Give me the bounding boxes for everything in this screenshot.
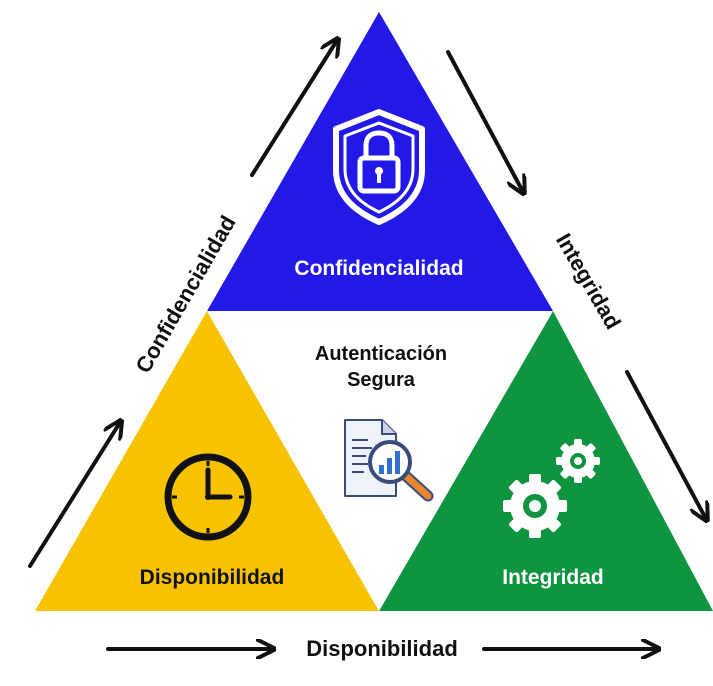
arrow-bottom-left xyxy=(28,424,119,568)
arrow-top-left xyxy=(250,42,336,177)
document-chart-search-icon xyxy=(344,419,434,502)
triangle-confidencialidad xyxy=(207,12,553,311)
arrow-bottom-right xyxy=(625,370,705,517)
clock-icon xyxy=(164,453,252,541)
shield-lock-icon xyxy=(333,109,425,225)
triangle-label-disponibilidad: Disponibilidad xyxy=(140,566,285,589)
triangle-label-integridad: Integridad xyxy=(502,566,604,589)
triangle-integridad xyxy=(379,311,713,611)
edge-label-disponibilidad: Disponibilidad xyxy=(306,636,458,661)
gears-icon xyxy=(503,439,600,538)
triangle-label-confidencialidad: Confidencialidad xyxy=(294,257,463,280)
edge-label-integridad: Integridad xyxy=(551,229,626,334)
center-title-line2: Segura xyxy=(347,369,416,391)
arrow-top-right xyxy=(446,50,522,190)
center-title-line1: Autenticación xyxy=(315,343,447,365)
